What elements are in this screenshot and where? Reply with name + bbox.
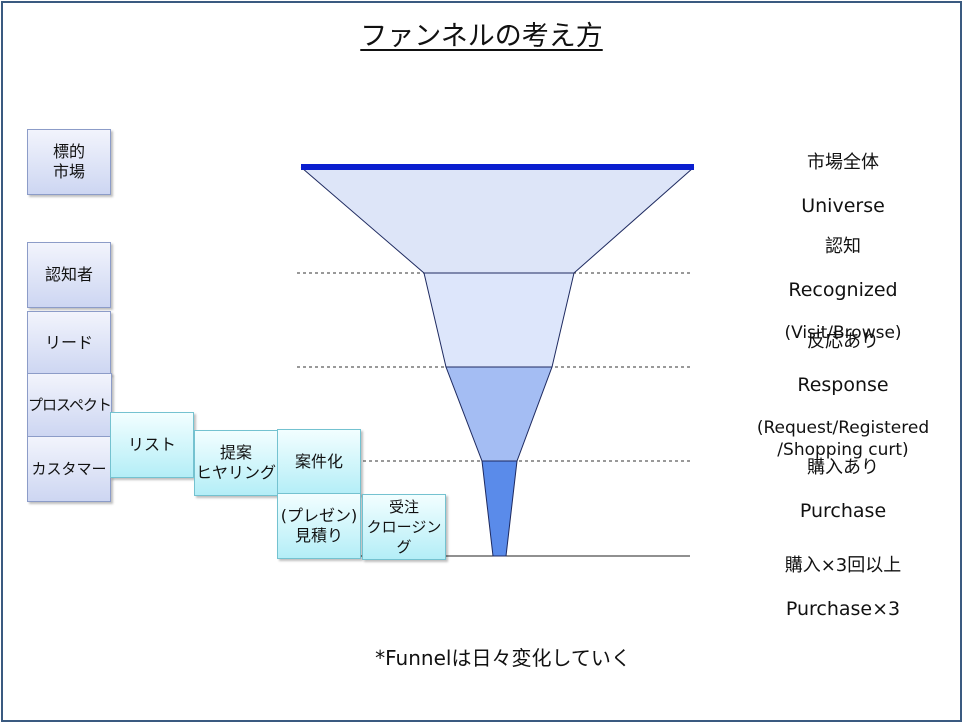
level-label-sub: (Request/Registered /Shopping curt) (756, 418, 930, 460)
funnel-segment-universe (300, 167, 695, 274)
level-label-universe: 市場全体 Universe (738, 132, 948, 238)
level-label-en: Recognized (788, 279, 898, 301)
level-label-jp: 購入あり (807, 457, 879, 478)
action-proposal-hearing: 提案 ヒヤリング (194, 430, 278, 496)
funnel-segment-purchase (481, 460, 518, 557)
action-order-closing: 受注 クロージング (362, 494, 446, 560)
level-label-repeat-purchase: 購入×3回以上 Purchase×3 (738, 535, 948, 641)
stage-aware: 認知者 (27, 242, 111, 308)
level-label-purchase: 購入あり Purchase (738, 437, 948, 543)
level-label-en: Purchase (799, 500, 887, 522)
funnel-segment-response (445, 366, 553, 462)
action-presentation-estimate: (プレゼン) 見積り (277, 493, 361, 559)
level-label-en: Purchase×3 (785, 598, 901, 620)
funnel-segment-recognized (423, 272, 575, 368)
footnote: *Funnelは日々変化していく (375, 646, 631, 670)
level-label-en: Universe (801, 195, 885, 217)
level-label-response: 反応あり Response (Request/Registered /Shopp… (738, 311, 948, 480)
action-list: リスト (110, 412, 194, 478)
stage-customer: カスタマー (27, 436, 111, 502)
level-label-jp: 購入×3回以上 (784, 555, 902, 576)
stage-lead: リード (27, 311, 111, 375)
level-label-sub: (Visit/Browse) (784, 323, 902, 343)
stage-prospect: プロスペクト (27, 373, 112, 437)
level-label-recognized: 認知 Recognized (Visit/Browse) (738, 216, 948, 363)
slide-title: ファンネルの考え方 (360, 21, 603, 52)
level-label-jp: 市場全体 (807, 152, 879, 173)
level-label-en: Response (797, 374, 889, 396)
stage-target-market: 標的 市場 (27, 129, 111, 195)
level-label-jp: 認知 (825, 236, 861, 257)
level-label-jp: 反応あり (807, 331, 879, 352)
action-opportunity: 案件化 (277, 429, 361, 495)
